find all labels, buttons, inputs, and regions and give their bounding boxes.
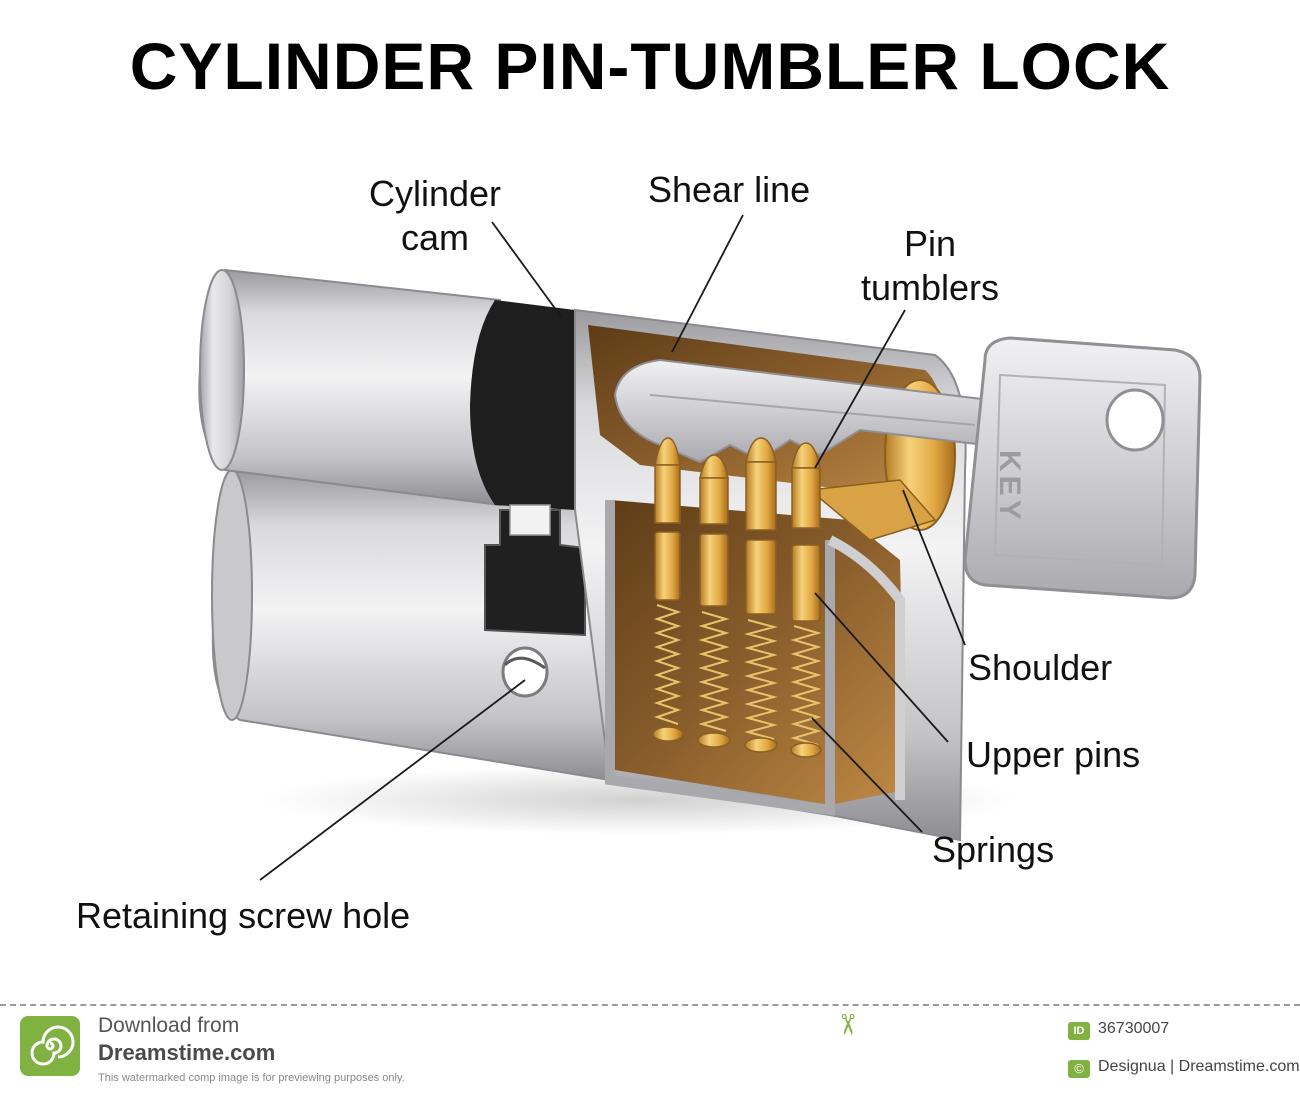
label-pin-tumblers: Pin tumblers bbox=[840, 222, 1020, 310]
leader-shoulder bbox=[902, 489, 966, 646]
id-badge-icon: ID bbox=[1068, 1022, 1090, 1040]
label-pin-tumblers-line1: Pin bbox=[903, 223, 957, 264]
label-upper-pins: Upper pins bbox=[966, 734, 1141, 775]
footer-watermark-note: This watermarked comp image is for previ… bbox=[98, 1072, 405, 1084]
copyright-icon: © bbox=[1068, 1060, 1090, 1078]
cam-lug bbox=[484, 509, 586, 637]
pin-stack-3 bbox=[744, 437, 778, 753]
footer-download-text: Download from bbox=[98, 1014, 240, 1037]
dreamstime-spiral-logo-icon bbox=[20, 1016, 80, 1076]
label-retaining-screw-hole: Retaining screw hole bbox=[76, 895, 411, 936]
leader-retaining-screw-hole bbox=[259, 679, 526, 881]
label-cylinder-cam-line2: cam bbox=[400, 217, 469, 258]
leader-pin-tumblers bbox=[814, 309, 906, 469]
lock-cutaway-illustration: KEY bbox=[198, 214, 1202, 881]
cylinder-cam-band bbox=[470, 300, 575, 510]
label-cylinder-cam-line1: Cylinder bbox=[368, 173, 502, 214]
footer-divider bbox=[0, 1004, 1300, 1006]
diagram-title: CYLINDER PIN-TUMBLER LOCK bbox=[129, 29, 1171, 103]
leader-lines bbox=[259, 214, 966, 881]
pin-stack-1 bbox=[652, 437, 684, 742]
leader-cylinder-cam bbox=[491, 221, 563, 319]
key-bow bbox=[963, 336, 1202, 600]
label-shoulder: Shoulder bbox=[968, 647, 1113, 688]
footer-image-id: 36730007 bbox=[1098, 1020, 1170, 1037]
label-springs: Springs bbox=[932, 829, 1055, 870]
leader-springs bbox=[811, 717, 923, 833]
footer-brand[interactable]: Dreamstime.com bbox=[98, 1040, 276, 1065]
scissors-icon: ✂ bbox=[832, 1012, 864, 1037]
pin-stack-2 bbox=[697, 454, 731, 748]
leader-shear-line bbox=[671, 214, 744, 353]
label-pin-tumblers-line2: tumblers bbox=[860, 267, 1000, 308]
leader-upper-pins bbox=[814, 592, 949, 743]
label-cylinder-cam: Cylinder cam bbox=[345, 172, 525, 260]
label-shear-line: Shear line bbox=[648, 169, 811, 210]
retaining-screw-hole bbox=[501, 646, 549, 698]
footer-author[interactable]: Designua | Dreamstime.com bbox=[1098, 1058, 1300, 1075]
key-engraving: KEY bbox=[993, 450, 1026, 524]
pin-stack-4 bbox=[790, 442, 822, 758]
